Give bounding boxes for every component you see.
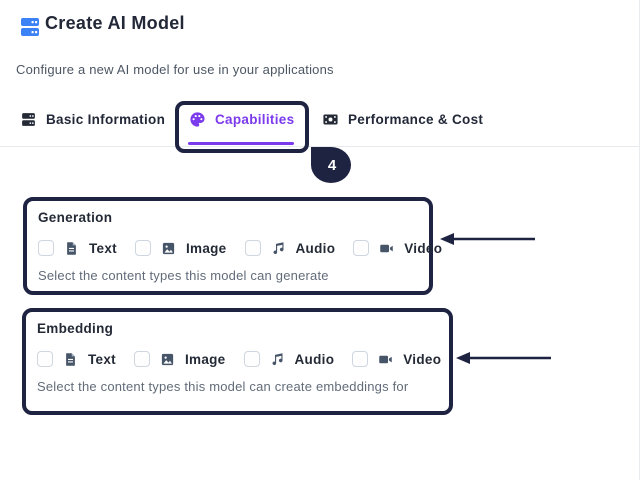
generation-text-checkbox[interactable] xyxy=(38,240,54,256)
option-label: Text xyxy=(89,240,117,256)
embedding-audio-checkbox[interactable] xyxy=(243,351,260,367)
generation-options-row: Text Image Audio xyxy=(38,240,442,256)
text-file-icon xyxy=(66,352,75,366)
generation-option-image[interactable]: Image xyxy=(134,240,227,256)
image-icon xyxy=(161,353,174,365)
section-title: Embedding xyxy=(37,321,114,336)
video-camera-icon xyxy=(380,244,393,252)
money-icon xyxy=(323,114,338,125)
section-title: Generation xyxy=(38,210,113,225)
active-tab-indicator xyxy=(188,142,294,145)
option-label: Image xyxy=(185,240,227,256)
embedding-option-audio[interactable]: Audio xyxy=(243,351,335,367)
generation-option-audio[interactable]: Audio xyxy=(244,240,336,256)
tab-basic-information[interactable]: Basic Information xyxy=(20,111,165,128)
annotation-arrow-embedding xyxy=(456,352,551,364)
server-stack-icon xyxy=(22,113,35,126)
option-label: Text xyxy=(88,351,116,367)
tab-capabilities[interactable]: Capabilities xyxy=(189,111,294,128)
option-label: Video xyxy=(404,240,443,256)
tab-label: Performance & Cost xyxy=(348,112,484,127)
tab-bar-divider xyxy=(0,146,639,147)
embedding-options-row: Text Image Audio xyxy=(37,351,441,367)
generation-video-checkbox[interactable] xyxy=(353,240,370,256)
tab-label: Basic Information xyxy=(46,112,166,127)
embedding-option-image[interactable]: Image xyxy=(133,351,226,367)
option-label: Image xyxy=(184,351,226,367)
video-camera-icon xyxy=(379,355,392,363)
generation-image-checkbox[interactable] xyxy=(134,240,151,256)
page-subtitle: Configure a new AI model for use in your… xyxy=(16,62,334,77)
generation-audio-checkbox[interactable] xyxy=(244,240,261,256)
embedding-image-checkbox[interactable] xyxy=(133,351,150,367)
audio-note-icon xyxy=(272,352,282,365)
option-label: Audio xyxy=(295,240,336,256)
palette-icon xyxy=(190,112,205,127)
audio-note-icon xyxy=(273,241,283,254)
tab-label: Capabilities xyxy=(215,112,295,127)
option-label: Audio xyxy=(294,351,335,367)
embedding-video-checkbox[interactable] xyxy=(352,351,369,367)
annotation-arrow-generation xyxy=(440,233,535,245)
option-label: Video xyxy=(403,351,442,367)
generation-option-text[interactable]: Text xyxy=(38,240,117,256)
section-helper-text: Select the content types this model can … xyxy=(37,379,409,394)
generation-option-video[interactable]: Video xyxy=(353,240,442,256)
tab-performance-cost[interactable]: Performance & Cost xyxy=(322,111,483,128)
section-helper-text: Select the content types this model can … xyxy=(38,268,329,283)
image-icon xyxy=(162,242,175,254)
text-file-icon xyxy=(67,241,76,255)
annotation-step-badge: 4 xyxy=(311,147,351,183)
embedding-option-text[interactable]: Text xyxy=(37,351,116,367)
embedding-option-video[interactable]: Video xyxy=(352,351,441,367)
model-stack-icon xyxy=(21,18,39,36)
generation-section: Generation Text Image xyxy=(23,197,442,295)
page-title: Create AI Model xyxy=(45,13,185,33)
embedding-section: Embedding Text Image xyxy=(22,308,453,415)
embedding-text-checkbox[interactable] xyxy=(37,351,53,367)
